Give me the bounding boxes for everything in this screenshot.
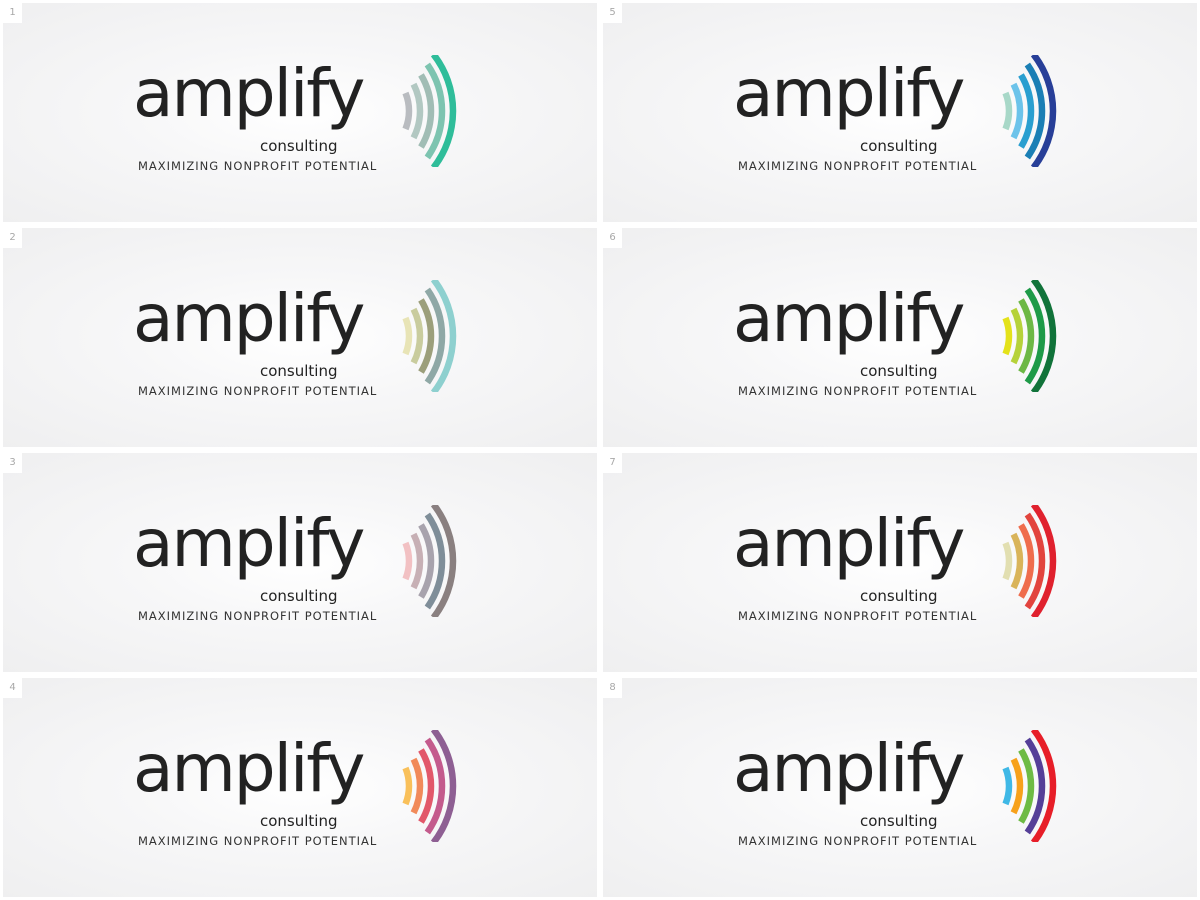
logo-variant-panel-2: 2 amplify consulting MAXIMIZING NONPROFI… <box>3 228 597 447</box>
logo-variant-panel-8: 8 amplify consulting MAXIMIZING NONPROFI… <box>603 678 1197 897</box>
signal-arc-5 <box>1030 730 1057 842</box>
amplify-logo: amplify consulting MAXIMIZING NONPROFIT … <box>133 49 483 179</box>
signal-arc-3 <box>418 748 435 824</box>
signal-arc-3 <box>1018 523 1035 599</box>
logo-tagline: MAXIMIZING NONPROFIT POTENTIAL <box>738 384 978 398</box>
variant-number: 6 <box>603 228 622 248</box>
signal-arc-4 <box>1024 737 1046 835</box>
signal-arc-1 <box>1002 316 1013 356</box>
logo-wordmark: amplify <box>733 55 965 132</box>
variant-number: 2 <box>3 228 22 248</box>
signal-arc-2 <box>410 82 424 140</box>
logo-tagline: MAXIMIZING NONPROFIT POTENTIAL <box>138 159 378 173</box>
signal-arc-2 <box>1010 82 1024 140</box>
signal-arc-4 <box>424 737 446 835</box>
signal-arc-1 <box>1002 541 1013 581</box>
amplify-logo: amplify consulting MAXIMIZING NONPROFIT … <box>733 274 1083 404</box>
signal-waves-icon <box>1002 55 1057 167</box>
amplify-logo: amplify consulting MAXIMIZING NONPROFIT … <box>733 499 1083 629</box>
signal-arc-1 <box>402 541 413 581</box>
signal-waves-icon <box>1002 280 1057 392</box>
logo-tagline: MAXIMIZING NONPROFIT POTENTIAL <box>138 609 378 623</box>
signal-waves-icon <box>402 55 457 167</box>
variant-number: 1 <box>3 3 22 23</box>
signal-arc-3 <box>1018 73 1035 149</box>
variant-number: 5 <box>603 3 622 23</box>
signal-arc-5 <box>1030 505 1057 617</box>
amplify-logo: amplify consulting MAXIMIZING NONPROFIT … <box>133 724 483 854</box>
signal-arc-2 <box>1010 307 1024 365</box>
signal-arc-4 <box>1024 62 1046 160</box>
logo-sub: consulting <box>860 137 938 155</box>
logo-sub: consulting <box>860 812 938 830</box>
signal-arc-3 <box>1018 298 1035 374</box>
logo-variant-panel-6: 6 amplify consulting MAXIMIZING NONPROFI… <box>603 228 1197 447</box>
signal-arc-5 <box>430 730 457 842</box>
signal-waves-icon <box>402 505 457 617</box>
variant-number: 7 <box>603 453 622 473</box>
amplify-logo: amplify consulting MAXIMIZING NONPROFIT … <box>733 49 1083 179</box>
amplify-logo: amplify consulting MAXIMIZING NONPROFIT … <box>133 274 483 404</box>
signal-arc-2 <box>410 532 424 590</box>
signal-arc-3 <box>418 73 435 149</box>
logo-sub: consulting <box>260 362 338 380</box>
logo-tagline: MAXIMIZING NONPROFIT POTENTIAL <box>138 384 378 398</box>
signal-arc-3 <box>418 298 435 374</box>
logo-wordmark: amplify <box>133 55 365 132</box>
logo-sub: consulting <box>860 362 938 380</box>
logo-variant-panel-3: 3 amplify consulting MAXIMIZING NONPROFI… <box>3 453 597 672</box>
amplify-logo: amplify consulting MAXIMIZING NONPROFIT … <box>733 724 1083 854</box>
logo-sub: consulting <box>260 812 338 830</box>
signal-arc-5 <box>1030 280 1057 392</box>
signal-waves-icon <box>402 730 457 842</box>
signal-arc-3 <box>1018 748 1035 824</box>
logo-variant-panel-7: 7 amplify consulting MAXIMIZING NONPROFI… <box>603 453 1197 672</box>
amplify-logo: amplify consulting MAXIMIZING NONPROFIT … <box>133 499 483 629</box>
signal-arc-2 <box>1010 532 1024 590</box>
logo-tagline: MAXIMIZING NONPROFIT POTENTIAL <box>738 834 978 848</box>
signal-waves-icon <box>402 280 457 392</box>
signal-arc-1 <box>1002 766 1013 806</box>
logo-variant-grid: 1 amplify consulting MAXIMIZING NONPROFI… <box>3 3 1197 897</box>
signal-arc-5 <box>430 280 457 392</box>
signal-waves-icon <box>1002 505 1057 617</box>
signal-arc-1 <box>1002 91 1013 131</box>
variant-number: 8 <box>603 678 622 698</box>
logo-tagline: MAXIMIZING NONPROFIT POTENTIAL <box>138 834 378 848</box>
variant-number: 3 <box>3 453 22 473</box>
signal-arc-5 <box>1030 55 1057 167</box>
signal-arc-2 <box>410 757 424 815</box>
logo-sub: consulting <box>860 587 938 605</box>
signal-arc-5 <box>430 55 457 167</box>
signal-waves-icon <box>1002 730 1057 842</box>
signal-arc-4 <box>424 62 446 160</box>
logo-wordmark: amplify <box>133 730 365 807</box>
signal-arc-4 <box>1024 512 1046 610</box>
logo-wordmark: amplify <box>133 280 365 357</box>
logo-tagline: MAXIMIZING NONPROFIT POTENTIAL <box>738 159 978 173</box>
signal-arc-1 <box>402 766 413 806</box>
logo-sub: consulting <box>260 587 338 605</box>
signal-arc-4 <box>424 512 446 610</box>
signal-arc-4 <box>1024 287 1046 385</box>
signal-arc-5 <box>430 505 457 617</box>
logo-variant-panel-1: 1 amplify consulting MAXIMIZING NONPROFI… <box>3 3 597 222</box>
signal-arc-1 <box>402 91 413 131</box>
logo-wordmark: amplify <box>133 505 365 582</box>
logo-wordmark: amplify <box>733 280 965 357</box>
logo-variant-panel-4: 4 amplify consulting MAXIMIZING NONPROFI… <box>3 678 597 897</box>
signal-arc-4 <box>424 287 446 385</box>
logo-variant-panel-5: 5 amplify consulting MAXIMIZING NONPROFI… <box>603 3 1197 222</box>
signal-arc-1 <box>402 316 413 356</box>
variant-number: 4 <box>3 678 22 698</box>
logo-wordmark: amplify <box>733 505 965 582</box>
signal-arc-2 <box>1010 757 1024 815</box>
signal-arc-3 <box>418 523 435 599</box>
logo-wordmark: amplify <box>733 730 965 807</box>
signal-arc-2 <box>410 307 424 365</box>
logo-sub: consulting <box>260 137 338 155</box>
logo-tagline: MAXIMIZING NONPROFIT POTENTIAL <box>738 609 978 623</box>
